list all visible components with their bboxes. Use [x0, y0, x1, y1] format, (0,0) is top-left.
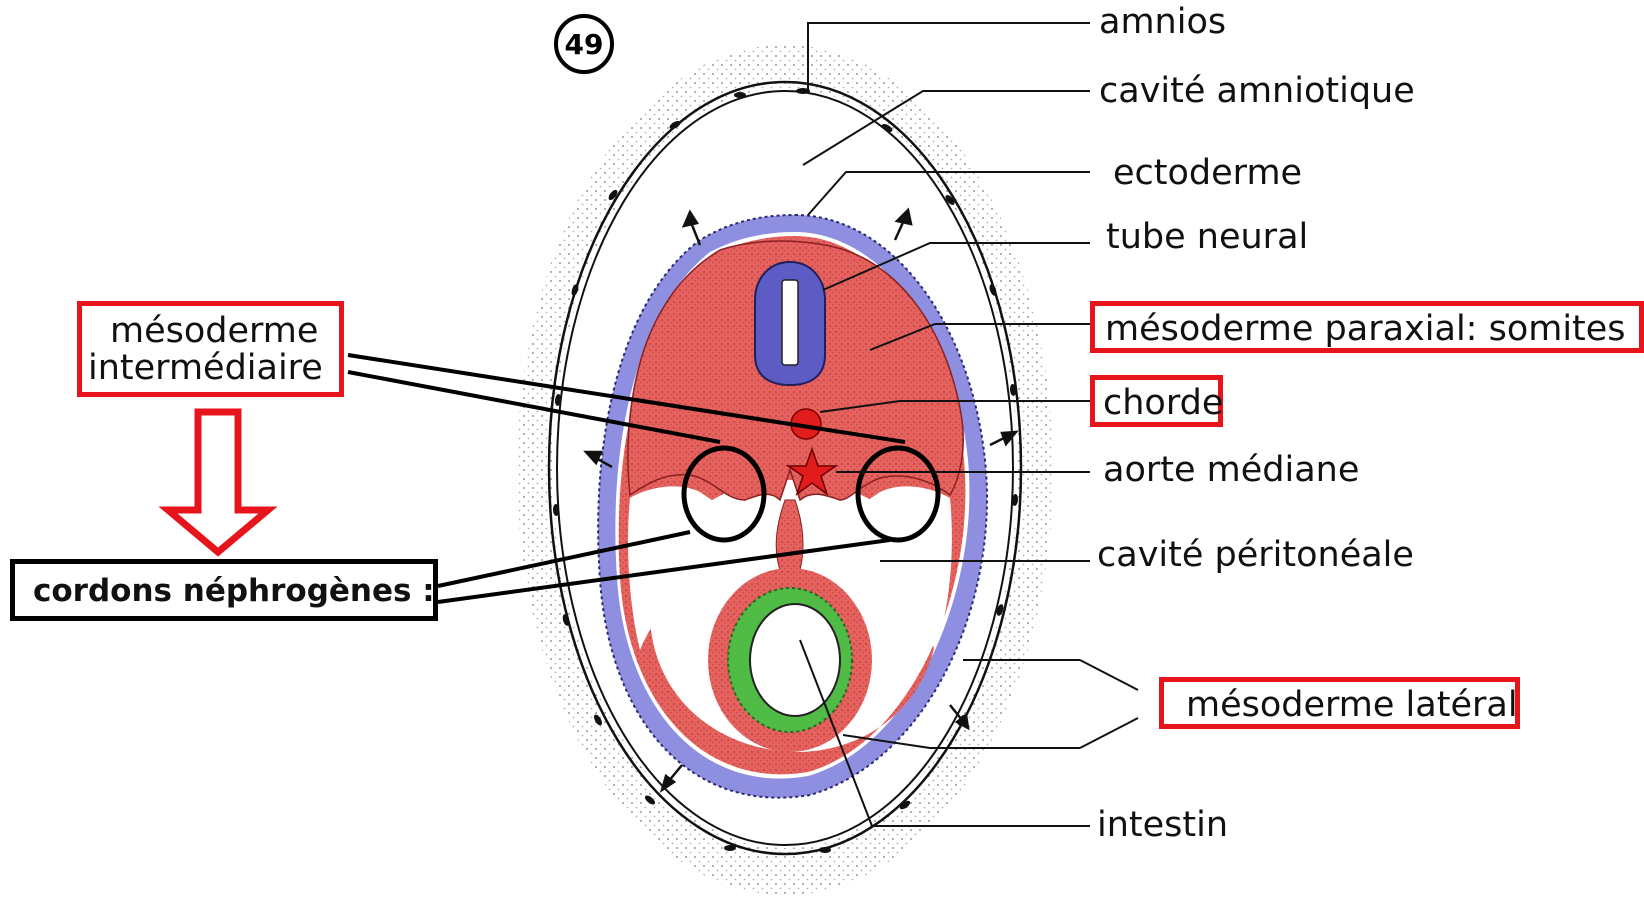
- label-aorte-mediane: aorte médiane: [1103, 453, 1359, 488]
- label-cavite-peritoneale: cavité péritonéale: [1097, 538, 1414, 573]
- label-cavite-amniotique: cavité amniotique: [1099, 74, 1415, 109]
- label-mesoderme-intermediaire-line1: mésoderme: [110, 314, 318, 349]
- box-mesoderme-intermediaire: mésoderme intermédiaire: [77, 301, 344, 397]
- label-tube-neural: tube neural: [1106, 220, 1308, 255]
- label-mesoderme-paraxial: mésoderme paraxial: somites: [1105, 312, 1626, 347]
- label-intestin: intestin: [1097, 808, 1228, 843]
- label-cordons-nephrogenes: cordons néphrogènes :: [33, 576, 435, 607]
- box-cordons-nephrogenes: cordons néphrogènes :: [10, 559, 438, 621]
- figure-number: 49: [565, 28, 604, 61]
- figure-number-badge: 49: [554, 14, 614, 74]
- box-mesoderme-paraxial: mésoderme paraxial: somites: [1090, 301, 1644, 353]
- label-ectoderme: ectoderme: [1113, 156, 1302, 191]
- label-chorde: chorde: [1103, 386, 1223, 421]
- label-mesoderme-intermediaire-line2: intermédiaire: [88, 351, 323, 386]
- gut-lumen: [750, 604, 840, 716]
- neural-canal: [782, 280, 798, 365]
- label-mesoderme-lateral: mésoderme latéral: [1186, 688, 1518, 723]
- box-chorde: chorde: [1090, 375, 1223, 427]
- box-mesoderme-lateral: mésoderme latéral: [1159, 677, 1520, 729]
- down-arrow-icon: [168, 412, 268, 552]
- label-amnios: amnios: [1099, 5, 1226, 40]
